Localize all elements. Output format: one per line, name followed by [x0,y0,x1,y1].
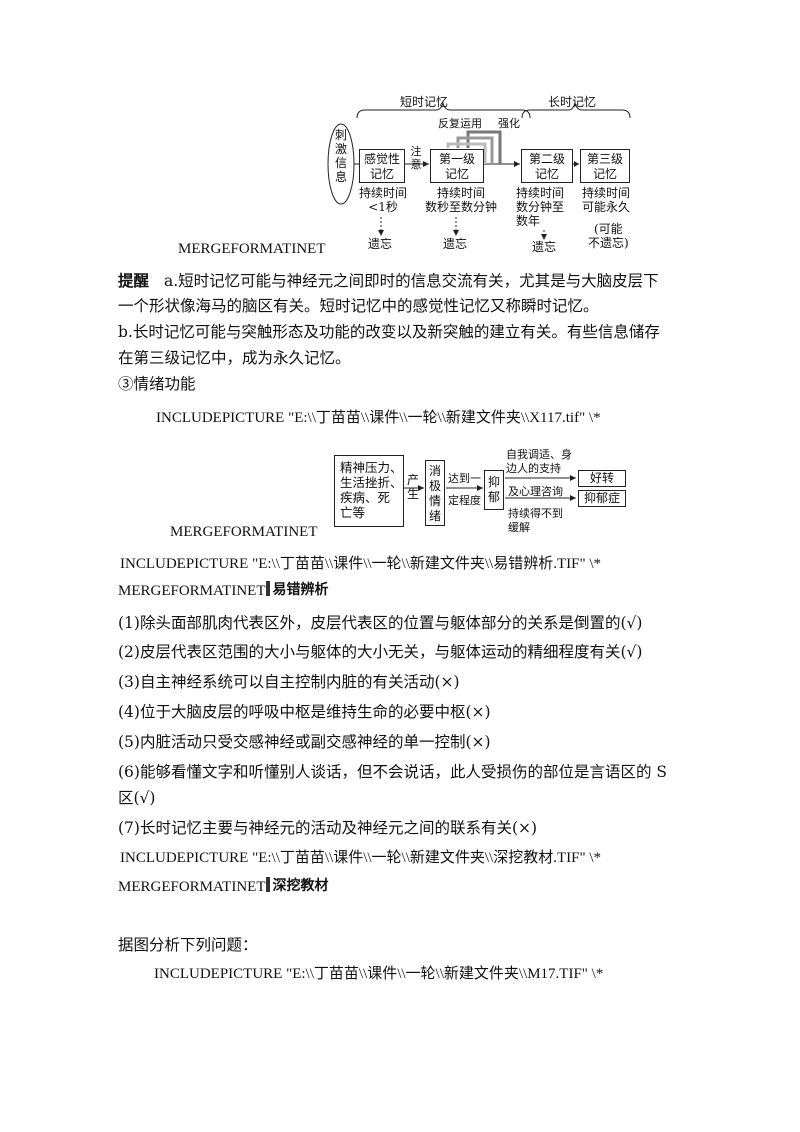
duration-line: 持续时间 [358,186,407,200]
emotion-heading: ③情绪功能 [118,375,196,393]
item-line: 区(√) [118,789,156,807]
include-picture-1: INCLUDEPICTURE "E:\\丁苗苗\\课件\\一轮\\新建文件夹\\… [156,410,601,426]
support-label: 自我调适、身 边人的支持 [506,448,572,476]
field-code-4: MERGEFORMATINET [118,879,266,895]
third-duration: 持续时间 可能永久 [578,186,634,214]
mistake-tag-label: 易错辨析 [272,582,329,598]
cause-line: 精神压力、 [340,460,403,475]
duration-line: 数年 [516,214,541,228]
item-line: (5)内脏活动只受交感神经或副交感神经的单一控制(×) [118,733,491,751]
field-code-1: MERGEFORMATINET [178,241,326,257]
forget-label-3: 遗忘 [532,240,557,254]
disorder-box: 抑郁症 [578,490,626,507]
repeat-use-label: 反复运用 [438,117,482,130]
persist-label: 持续得不到 缓解 [508,507,563,535]
second-memory-box: 第二级记忆 [521,149,573,183]
long-term-label: 长时记忆 [548,95,597,109]
field-code-3: MERGEFORMATINET [118,583,266,599]
stimulus-label: 刺激信息 [334,128,347,184]
mistake-tag: 易错辨析 [265,581,329,598]
cause-line: 生活挫折、 [340,475,403,490]
textbook-tag: 深挖教材 [265,877,329,894]
reach-label: 达到一 [448,472,481,485]
better-box: 好转 [578,470,626,487]
produce-label: 产生 [407,473,420,501]
strengthen-label: 强化 [498,117,520,130]
support-line: 自我调适、身 [506,448,572,461]
field-code-2: MERGEFORMATINET [170,524,318,540]
first-memory-box: 第一级记忆 [430,149,484,183]
second-duration: 持续时间 数分钟至 数年 [516,186,576,228]
item-line: (3)自主神经系统可以自主控制内脏的有关活动(×) [118,673,460,691]
include-picture-3: INCLUDEPICTURE "E:\\丁苗苗\\课件\\一轮\\新建文件夹\\… [120,850,601,866]
short-term-label: 短时记忆 [400,95,449,109]
depression-box: 抑郁 [484,470,504,510]
counsel-label: 及心理咨询 [508,485,563,498]
reminder-text: a.短时记忆可能与神经元之间即时的信息交流有关，尤其是与大脑皮层下 [163,272,659,290]
item-line: (7)长时记忆主要与神经元的活动及神经元之间的联系有关(×) [118,819,538,837]
persist-line: 缓解 [508,521,530,534]
support-line: 边人的支持 [506,462,561,475]
persist-line: 持续得不到 [508,507,563,520]
cause-line: 亡等 [340,505,366,520]
cause-line: 疾病、死 [340,490,391,505]
never-line: (可能 [594,222,623,236]
duration-line: 数秒至数分钟 [424,200,497,214]
duration-line: 数分钟至 [516,200,565,214]
include-picture-4: INCLUDEPICTURE "E:\\丁苗苗\\课件\\一轮\\新建文件夹\\… [154,966,604,982]
attention-label: 注意 [410,145,422,171]
item-line: (1)除头面部肌肉代表区外，皮层代表区的位置与躯体部分的关系是倒置的(√) [118,614,643,632]
reminder-line-a1: 提醒 a.短时记忆可能与神经元之间即时的信息交流有关，尤其是与大脑皮层下 [118,270,659,292]
field-code-4-line: MERGEFORMATINET 深挖教材 [118,876,329,898]
memory-diagram-lines [327,101,631,240]
duration-line: <1秒 [368,200,398,214]
reminder-line-b2: 在第三级记忆中，成为永久记忆。 [118,349,351,367]
analyze-prompt: 据图分析下列问题： [118,936,258,954]
causes-box: 精神压力、 生活挫折、 疾病、死 亡等 [334,455,404,527]
field-code-3-line: MERGEFORMATINET 易错辨析 [118,580,329,602]
reminder-line-b1: b.长时记忆可能与突触形态及功能的改变以及新突触的建立有关。有些信息储存 [118,323,660,341]
duration-line: 持续时间 [516,186,565,200]
sensory-duration: 持续时间 <1秒 [354,186,412,214]
include-picture-2: INCLUDEPICTURE "E:\\丁苗苗\\课件\\一轮\\新建文件夹\\… [120,556,601,572]
third-memory-box: 第三级记忆 [580,149,630,183]
never-line: 不遗忘) [588,236,629,250]
textbook-tag-label: 深挖教材 [272,878,329,894]
item-line: (6)能够看懂文字和听懂别人谈话，但不会说话，此人受损伤的部位是言语区的 S [118,763,668,781]
item-line: (4)位于大脑皮层的呼吸中枢是维持生命的必要中枢(×) [118,703,491,721]
reminder-label: 提醒 [118,271,150,290]
duration-line: 持续时间 [581,186,630,200]
item-line: (2)皮层代表区范围的大小与躯体的大小无关，与躯体运动的精细程度有关(√) [118,643,643,661]
negative-emotion-box: 消极情绪 [425,460,445,526]
level-label: 定程度 [448,494,481,507]
tag-bar-icon [265,581,270,596]
sensory-memory-box: 感觉性记忆 [359,149,405,183]
emotion-diagram-lines [404,475,576,501]
duration-line: 持续时间 [436,186,485,200]
first-duration: 持续时间 数秒至数分钟 [424,186,498,214]
tag-bar-icon [265,877,270,892]
duration-line: 可能永久 [581,200,630,214]
never-forget-label: (可能 不遗忘) [588,222,629,250]
reminder-line-a2: 一个形状像海马的脑区有关。短时记忆中的感觉性记忆又称瞬时记忆。 [118,297,599,315]
forget-label-1: 遗忘 [368,237,393,251]
forget-label-2: 遗忘 [443,237,468,251]
